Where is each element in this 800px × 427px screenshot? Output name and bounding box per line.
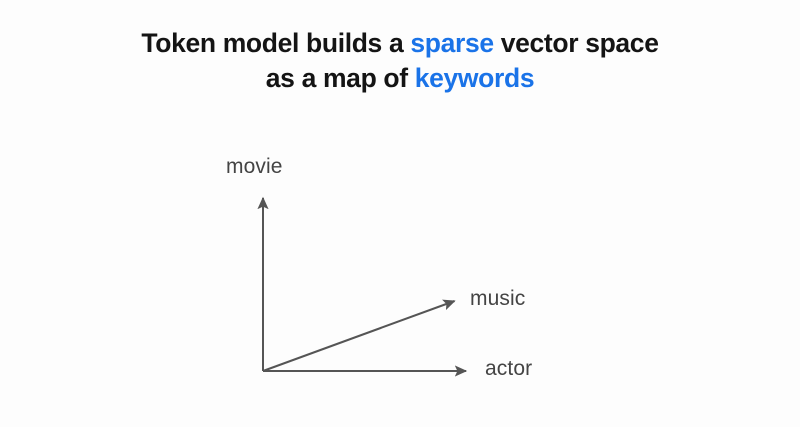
axis-label-music: music [470,287,526,310]
title-line-2-text-before: as a map of [265,63,415,93]
axis-label-movie: movie [226,155,283,178]
title-line-1-text-after: vector space [493,28,659,58]
title-keyword-keywords: keywords [414,63,535,93]
title-line-1: Token model builds a sparse vector space [0,26,800,61]
axis-line-music [262,299,456,372]
page-title: Token model builds a sparse vector space… [0,26,800,96]
title-line-1-text-before: Token model builds a [141,28,411,58]
title-keyword-sparse: sparse [410,28,494,58]
title-line-2: as a map of keywords [0,61,800,96]
axis-label-actor: actor [485,357,533,380]
